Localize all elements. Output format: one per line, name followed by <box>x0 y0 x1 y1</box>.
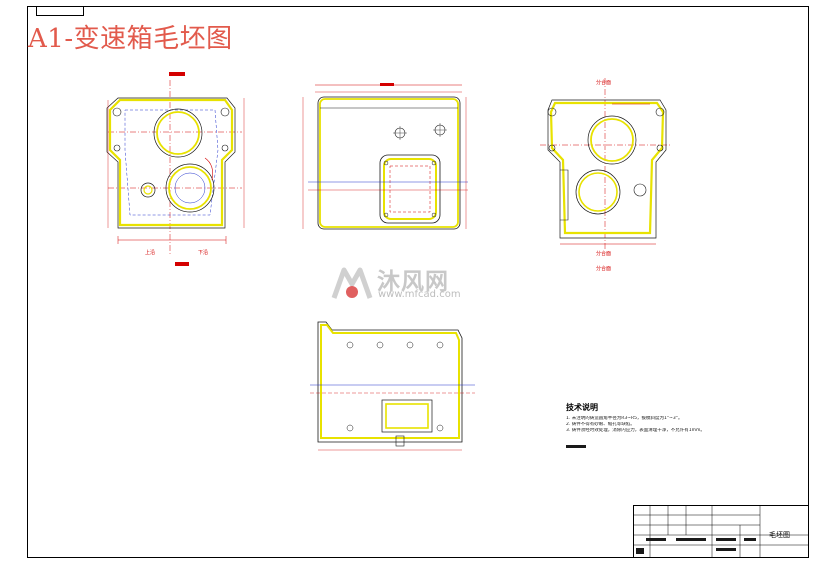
title-block-drawing-name: 毛坯图 <box>769 531 790 539</box>
left-view-label-lower: 下沿 <box>198 250 209 256</box>
watermark-logo-icon <box>331 267 373 299</box>
technical-note-2: 2. 铸件不得有砂眼、缩孔等缺陷。 <box>566 422 635 427</box>
watermark-url: www.mfcad.com <box>378 289 461 300</box>
tech-notes-marks <box>566 445 586 448</box>
right-view-label-bottom-2: 分合面 <box>596 266 612 272</box>
top-view <box>302 83 468 230</box>
left-view-label-upper: 上沿 <box>145 250 156 256</box>
bottom-view <box>310 321 475 451</box>
title-block <box>633 505 809 558</box>
right-view-label-top: 分合面 <box>596 80 612 86</box>
technical-notes: 技术说明 1. 未注明的铸造圆角半径为R3~R5，拔模斜度为1°~3°。 2. … <box>566 402 756 434</box>
watermark-brand: 沐风网 <box>377 269 449 295</box>
title-block-grid <box>633 505 809 558</box>
technical-note-1: 1. 未注明的铸造圆角半径为R3~R5，拔模斜度为1°~3°。 <box>566 416 683 421</box>
right-view-label-bottom-1: 分合面 <box>596 251 612 257</box>
right-view <box>540 78 672 250</box>
technical-note-3: 3. 铸件须经时效处理，消除内应力，表面清理干净，不允许有1mm。 <box>566 428 705 433</box>
drawing-title: A1-变速箱毛坯图 <box>28 24 233 54</box>
technical-notes-title: 技术说明 <box>566 403 598 412</box>
left-view <box>106 72 245 266</box>
title-block-marks <box>636 538 756 554</box>
corner-tab <box>36 6 84 16</box>
drawing-border <box>27 6 809 558</box>
